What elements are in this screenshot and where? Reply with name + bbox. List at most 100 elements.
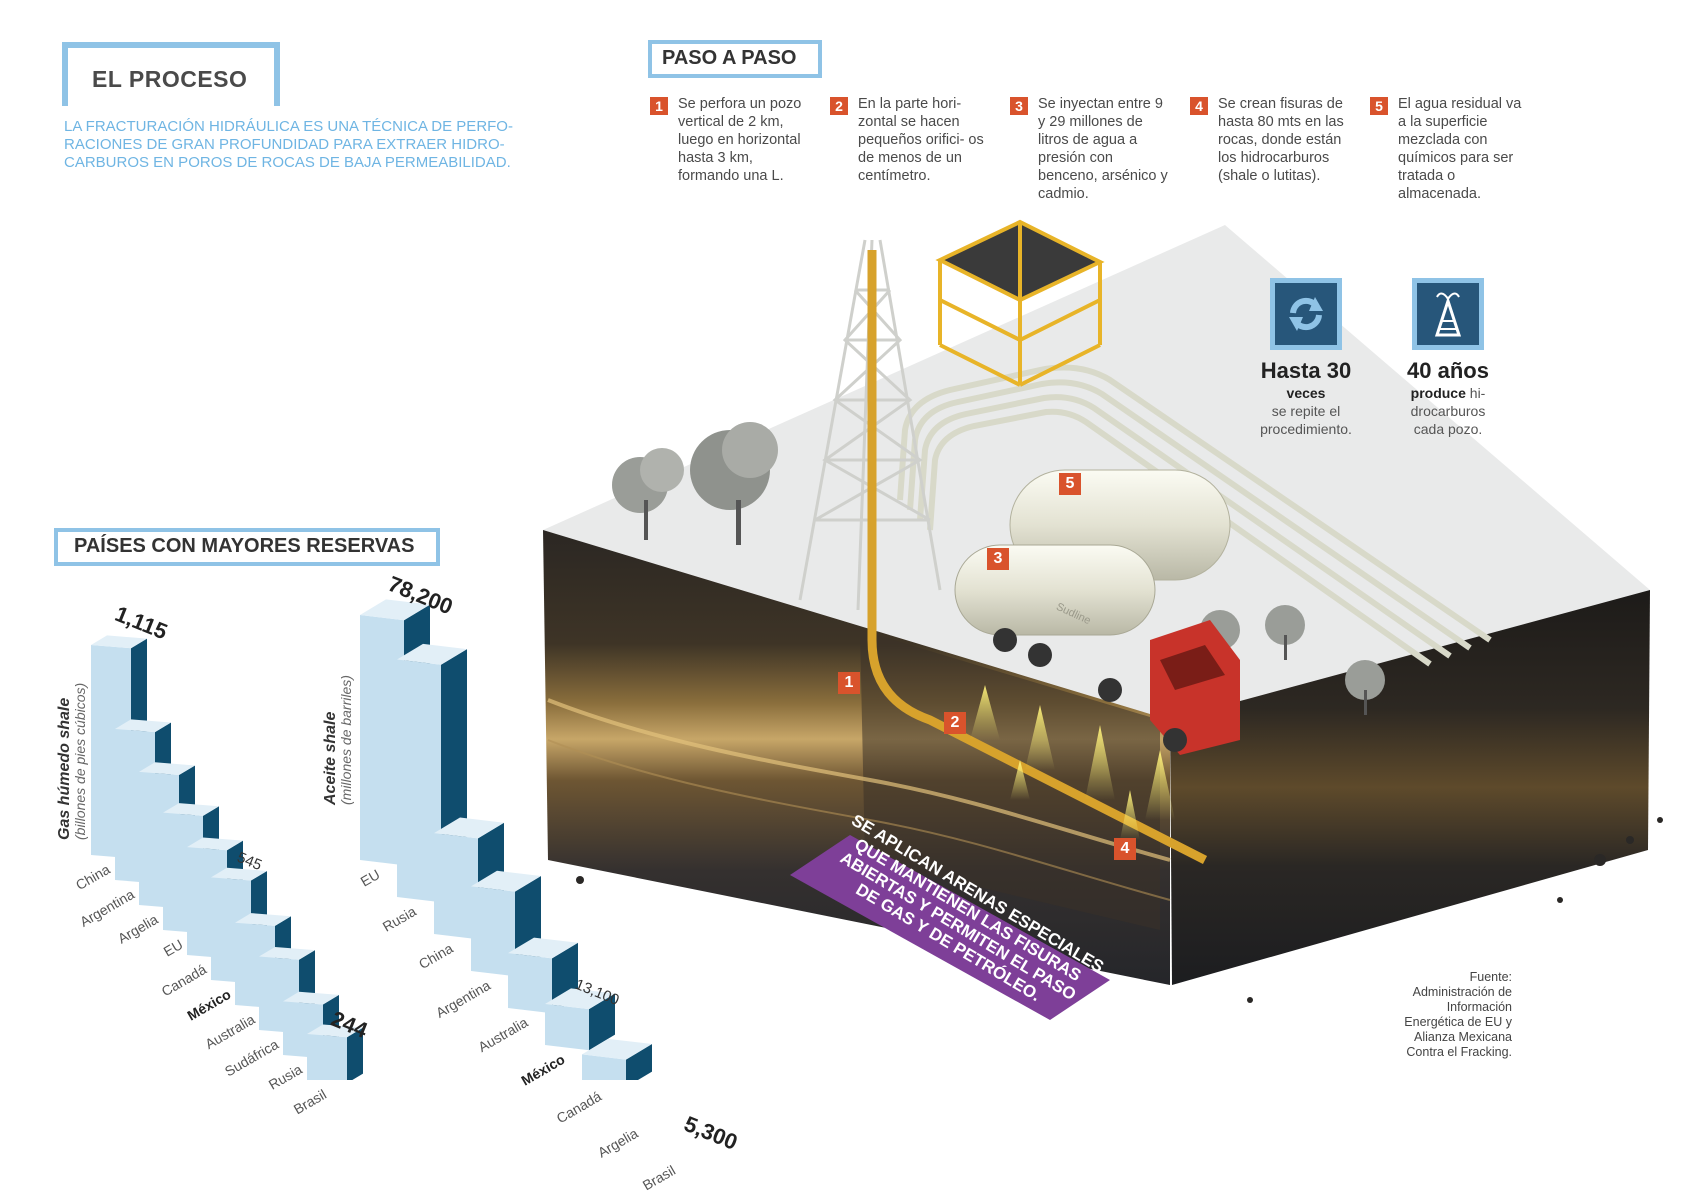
category-label: Brasil bbox=[290, 1086, 329, 1118]
stat-repeat-rest: se repite el procedimiento. bbox=[1260, 403, 1352, 437]
bar-front bbox=[582, 1054, 626, 1080]
category-label: Argelia bbox=[595, 1125, 641, 1161]
step-text: En la parte hori- zontal se hacen pequeñ… bbox=[858, 96, 984, 184]
marker-4: 4 bbox=[1114, 838, 1136, 860]
category-label: Rusia bbox=[265, 1061, 305, 1093]
water-platform bbox=[935, 219, 1105, 387]
stat-repeat-value: Hasta 30 bbox=[1260, 358, 1352, 383]
category-label: Sudáfrica bbox=[221, 1036, 281, 1080]
marker-3: 3 bbox=[987, 548, 1009, 570]
bar-top bbox=[471, 870, 541, 892]
bar-top bbox=[187, 837, 243, 851]
step-number: 4 bbox=[1190, 97, 1208, 115]
bar-side bbox=[626, 1044, 652, 1080]
value-label: 545 bbox=[234, 849, 265, 875]
bar-Argentina bbox=[471, 870, 541, 977]
step-number: 5 bbox=[1370, 97, 1388, 115]
paso-frame bbox=[648, 40, 822, 78]
category-label: Argelia bbox=[115, 911, 161, 947]
bar-top bbox=[283, 991, 339, 1005]
step-text: Se crean fisuras de hasta 80 mts en las … bbox=[1218, 96, 1344, 184]
recycle-icon bbox=[1270, 278, 1342, 350]
category-label: China bbox=[73, 861, 113, 894]
bar-side bbox=[347, 1027, 363, 1080]
well-pipe bbox=[867, 250, 1208, 865]
reserves-charts bbox=[91, 599, 652, 1080]
category-label: Brasil bbox=[639, 1162, 678, 1193]
soil-cutaway bbox=[860, 630, 1160, 930]
bar-top bbox=[259, 946, 315, 960]
sand-layer-line bbox=[547, 698, 1171, 862]
stat-repeat-bold: veces bbox=[1286, 385, 1326, 401]
proceso-frame bbox=[62, 42, 280, 106]
bar-front bbox=[307, 1034, 347, 1080]
callout-band bbox=[790, 835, 1110, 1020]
step-text: Se inyectan entre 9 y 29 millones de lit… bbox=[1038, 96, 1168, 202]
step-text: Se perfora un pozo vertical de 2 km, lue… bbox=[678, 96, 802, 184]
paises-title: PAÍSES CON MAYORES RESERVAS bbox=[74, 535, 415, 557]
category-label: China bbox=[416, 940, 456, 973]
bar-side bbox=[589, 993, 615, 1051]
category-label: Rusia bbox=[379, 903, 419, 935]
category-label: México bbox=[517, 1051, 567, 1089]
bar-top bbox=[211, 867, 267, 881]
category-label: EU bbox=[357, 866, 382, 890]
oil-derrick-icon bbox=[1412, 278, 1484, 350]
bar-top bbox=[508, 937, 578, 959]
bar-front bbox=[471, 886, 515, 977]
category-label: Australia bbox=[201, 1011, 257, 1053]
category-label: Argentina bbox=[433, 977, 493, 1021]
soil-face-right bbox=[1170, 590, 1650, 985]
bar-top bbox=[115, 719, 171, 733]
category-label: Argentina bbox=[77, 886, 137, 930]
marker-1: 1 bbox=[838, 672, 860, 694]
proceso-title: EL PROCESO bbox=[92, 66, 248, 92]
bar-top bbox=[397, 643, 467, 665]
stat-years-value: 40 años bbox=[1407, 358, 1489, 383]
bar-front bbox=[545, 1003, 589, 1051]
source-note: Fuente: Administración de Información En… bbox=[1404, 970, 1512, 1059]
stat-years-rest: hi- drocarburos cada pozo. bbox=[1410, 385, 1486, 437]
bar-top bbox=[235, 913, 291, 926]
fracking-diagram bbox=[543, 219, 1663, 1020]
category-label: Canadá bbox=[553, 1088, 604, 1127]
bar-front bbox=[434, 833, 478, 940]
marker-2: 2 bbox=[944, 712, 966, 734]
bar-top bbox=[139, 762, 195, 776]
proceso-description: La fracturación hidráulica es una técnic… bbox=[64, 118, 513, 171]
step-number: 2 bbox=[830, 97, 848, 115]
value-label: 1,115 bbox=[111, 601, 171, 645]
bar-top bbox=[582, 1038, 652, 1060]
value-label: 244 bbox=[327, 1006, 372, 1043]
fractures bbox=[970, 685, 1175, 840]
bar-top bbox=[545, 988, 615, 1010]
bar-front bbox=[360, 615, 404, 866]
step-text: El agua residual va a la superficie mezc… bbox=[1398, 96, 1522, 202]
category-label: México bbox=[183, 986, 233, 1024]
stat-repeat-note: veces se repite el procedimiento. bbox=[1240, 384, 1372, 438]
bar-Brasil bbox=[307, 1024, 363, 1080]
bar-top bbox=[307, 1024, 363, 1038]
bar-front bbox=[508, 953, 552, 1014]
bar-top bbox=[360, 599, 430, 621]
debris bbox=[576, 817, 1663, 1003]
stat-years-note: produce hi- drocarburos cada pozo. bbox=[1397, 384, 1499, 438]
marker-5: 5 bbox=[1059, 473, 1081, 495]
bar-top bbox=[163, 803, 219, 816]
bar-front bbox=[397, 659, 441, 903]
bar-Australia bbox=[508, 937, 578, 1014]
category-label: EU bbox=[160, 936, 185, 960]
step-number: 3 bbox=[1010, 97, 1028, 115]
bar-Canadá bbox=[582, 1038, 652, 1080]
paso-title: PASO A PASO bbox=[662, 47, 797, 69]
bar-México bbox=[545, 988, 615, 1051]
step-number: 1 bbox=[650, 97, 668, 115]
paises-frame bbox=[54, 528, 440, 566]
category-label: Canadá bbox=[158, 961, 209, 1000]
category-label: Australia bbox=[474, 1014, 530, 1056]
stat-years-bold: produce bbox=[1410, 385, 1466, 401]
value-label: 78,200 bbox=[384, 571, 457, 620]
bar-top bbox=[434, 817, 504, 839]
trees bbox=[612, 422, 1385, 715]
